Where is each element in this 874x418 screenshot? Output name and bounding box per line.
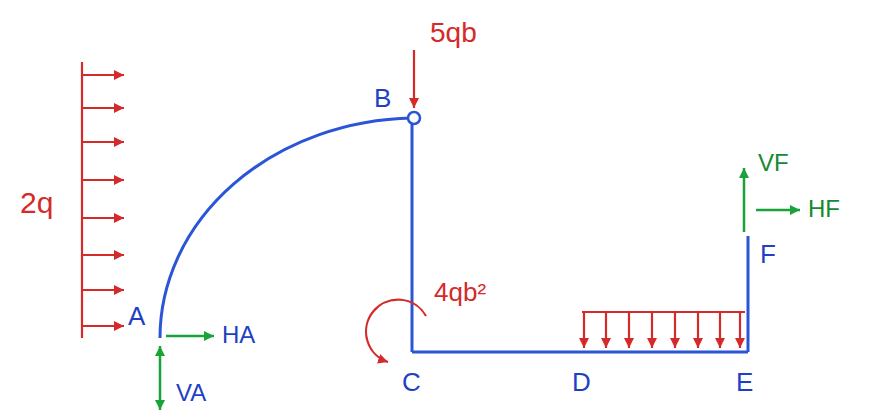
- moment-arrow: [366, 300, 426, 362]
- reaction-label: HA: [222, 322, 255, 348]
- moment-label: 4qb²: [434, 278, 486, 307]
- load-arrow: [719, 312, 721, 348]
- reaction-arrow: [756, 209, 800, 212]
- reaction-arrow: [166, 335, 214, 338]
- load-arrow: [82, 74, 124, 76]
- load-label: 5qb: [430, 18, 477, 49]
- column-member: [747, 236, 750, 352]
- load-arrow: [82, 107, 124, 109]
- point-label: F: [760, 240, 776, 269]
- load-arrow: [82, 254, 124, 256]
- load-arrow: [674, 312, 676, 348]
- reaction-arrow: [743, 168, 746, 232]
- point-label: D: [572, 368, 591, 397]
- point-label: A: [128, 302, 145, 331]
- load-arrow: [739, 312, 741, 348]
- load-arrow: [697, 312, 699, 348]
- hinge-symbol: [408, 112, 420, 124]
- column-member: [411, 124, 414, 352]
- point-label: B: [374, 84, 391, 113]
- load-arrow: [605, 312, 607, 348]
- reaction-label: VA: [176, 380, 206, 406]
- reactions: [160, 168, 800, 410]
- load-arrow: [82, 179, 124, 181]
- frame: [160, 118, 748, 352]
- distributed-load: [82, 62, 124, 338]
- curved-member: [160, 118, 412, 338]
- load-arrow: [628, 312, 630, 348]
- point-label: E: [736, 368, 753, 397]
- distributed-load: [582, 312, 745, 348]
- reaction-label: VF: [758, 150, 789, 176]
- load-line: [81, 62, 83, 338]
- reaction-label: HF: [808, 196, 840, 222]
- point-label: C: [402, 368, 421, 397]
- point-load-arrow: [413, 50, 415, 108]
- load-arrow: [82, 289, 124, 291]
- load-label: 2q: [20, 186, 53, 219]
- load-arrow: [82, 141, 124, 143]
- load-arrow: [82, 325, 124, 327]
- load-arrow: [651, 312, 653, 348]
- load-arrow: [82, 217, 124, 219]
- beam-member: [412, 351, 748, 354]
- reaction-arrow: [159, 346, 162, 410]
- load-arrow: [583, 312, 585, 348]
